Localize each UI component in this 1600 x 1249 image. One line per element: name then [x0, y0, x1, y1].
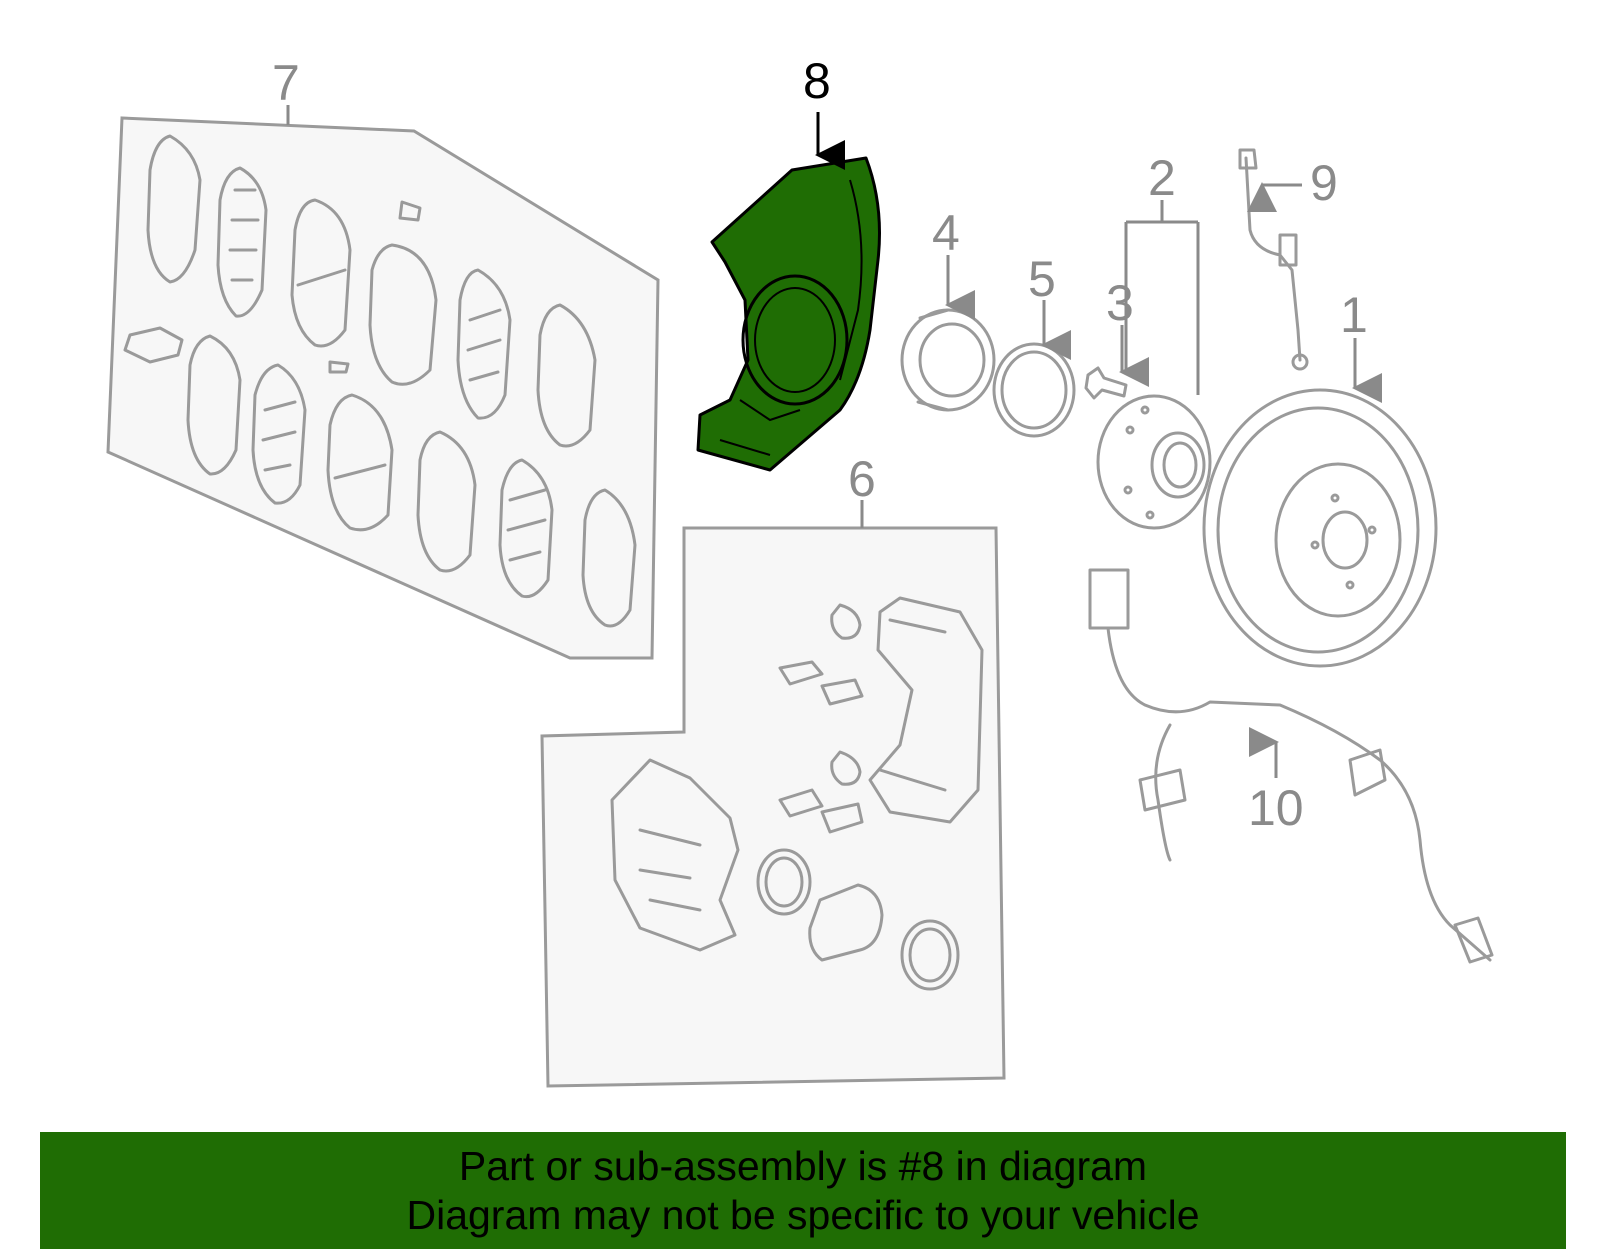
- callout-7: 7: [272, 55, 300, 111]
- banner-line-2: Diagram may not be specific to your vehi…: [406, 1192, 1200, 1238]
- parts-diagram: 7 8 2 9 4 5 3 1 6 10: [106, 53, 1494, 1088]
- callout-6: 6: [848, 451, 876, 507]
- wheel-bearing: [900, 308, 996, 412]
- brake-rotor: [1202, 388, 1438, 668]
- wheel-hub: [1096, 394, 1212, 530]
- callout-2: 2: [1148, 150, 1176, 206]
- brake-hose: [1238, 148, 1309, 371]
- callout-8: 8: [803, 53, 831, 109]
- caliper-kit: [540, 526, 1006, 1088]
- banner-line-1: Part or sub-assembly is #8 in diagram: [458, 1143, 1148, 1189]
- callout-10: 10: [1248, 780, 1304, 836]
- callout-9: 9: [1310, 155, 1338, 211]
- wheel-speed-sensor: [1088, 568, 1494, 964]
- hub-bolt: [1084, 366, 1128, 400]
- callout-1: 1: [1340, 287, 1368, 343]
- leader-lines: [286, 105, 1382, 778]
- info-banner: Part or sub-assembly is #8 in diagram Di…: [40, 1132, 1566, 1249]
- callout-4: 4: [932, 205, 960, 261]
- snap-ring: [992, 342, 1076, 438]
- brake-pad-set: [106, 116, 660, 660]
- callout-5: 5: [1028, 251, 1056, 307]
- dust-shield-highlighted: [696, 156, 881, 472]
- callout-3: 3: [1106, 275, 1134, 331]
